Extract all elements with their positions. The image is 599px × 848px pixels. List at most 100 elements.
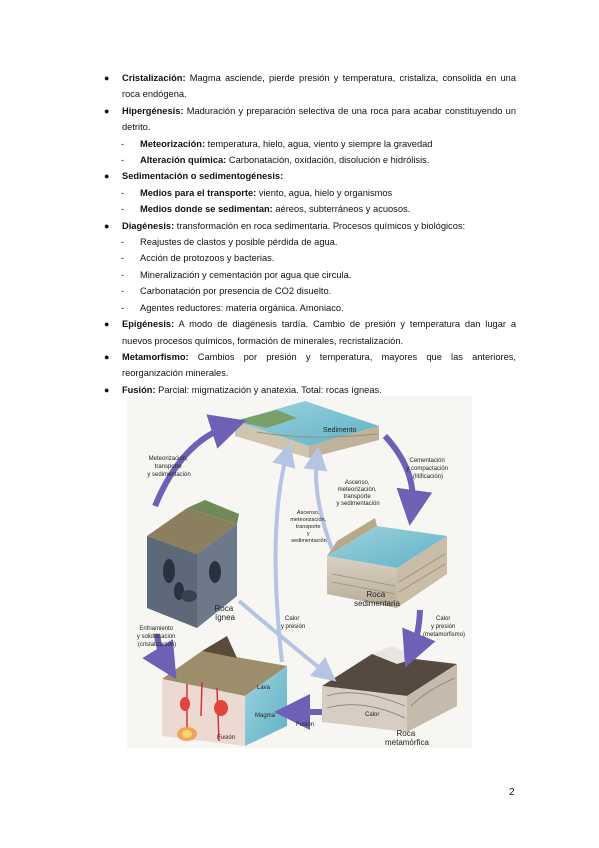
list-item-hipergenesis: ● Hipergénesis: Maduración y preparación… bbox=[104, 103, 516, 136]
dash-icon: - bbox=[121, 138, 125, 149]
sub-item-diag: -Acción de protozoos y bacterias. bbox=[104, 250, 516, 266]
label-line: (metamorfismo) bbox=[423, 632, 465, 638]
term: Cristalización: bbox=[122, 73, 186, 83]
description: Agentes reductores: materia orgánica. Am… bbox=[140, 302, 344, 313]
document-body: ● Cristalización: Magma asciende, pierde… bbox=[104, 70, 516, 398]
label-sedimento: Sedimento bbox=[323, 427, 357, 434]
label-line: metamórfica bbox=[385, 738, 430, 747]
sub-item-medios-sedimentan: - Medios donde se sedimentan: aéreos, su… bbox=[104, 201, 516, 217]
description: Carbonatación por presencia de CO2 disue… bbox=[140, 286, 332, 297]
label-line: sedimentación bbox=[291, 538, 326, 544]
description: A modo de diagénesis tardía. Cambio de p… bbox=[122, 319, 516, 346]
sedimentary-block bbox=[327, 518, 447, 608]
arrow-weathering bbox=[152, 414, 247, 508]
label-line: meteorización, bbox=[290, 517, 326, 523]
label-line: meteorización, bbox=[338, 487, 377, 493]
bullet-icon: ● bbox=[104, 384, 110, 395]
label-magma: Magma bbox=[255, 713, 276, 719]
bullet-icon: ● bbox=[104, 319, 110, 330]
label-line: y solidificación bbox=[137, 634, 176, 640]
arrow-heat-pressure bbox=[237, 599, 337, 682]
list-item-epigenesis: ● Epigénesis: A modo de diagénesis tardí… bbox=[104, 316, 516, 349]
term: Meteorización: bbox=[140, 138, 206, 149]
list-item-fusion: ● Fusión: Parcial: migmatización y anate… bbox=[104, 382, 516, 398]
label-line: sedimentaria bbox=[354, 599, 400, 608]
term: Diagénesis: bbox=[122, 220, 175, 231]
label-line: Ascenso, bbox=[345, 480, 370, 486]
label-line: y presión bbox=[431, 624, 455, 630]
label-line: Meteorización, bbox=[149, 456, 188, 462]
label-line: Calor bbox=[436, 616, 450, 622]
sub-item-diag: - Reajustes de clastos y posible pérdida … bbox=[104, 234, 516, 250]
dash-icon: - bbox=[121, 204, 125, 215]
arrow-uplift-metamorphic bbox=[272, 442, 296, 663]
label-calor-box: Calor bbox=[365, 712, 379, 718]
label-line: y sedimentación bbox=[147, 472, 190, 478]
sub-item-alteracion: - Alteración química: Carbonatación, oxi… bbox=[104, 152, 516, 168]
rock-cycle-diagram: Sedimento Meteorización, transporte y se… bbox=[127, 396, 472, 748]
description: Reajustes de clastos y posible pérdida d… bbox=[140, 237, 338, 248]
label-line: Roca bbox=[215, 604, 234, 613]
description: Carbonatación, oxidación, disolución e h… bbox=[226, 155, 430, 166]
label-fusion-box: Fusión bbox=[217, 735, 235, 741]
arrow-metamorphism bbox=[402, 609, 436, 668]
term: Epigénesis: bbox=[122, 319, 175, 330]
sub-item-medios-transporte: - Medios para el transporte: viento, agu… bbox=[104, 185, 516, 201]
sub-item-diag: - Carbonatación por presencia de CO2 disu… bbox=[104, 283, 516, 299]
label-fusion-arrow: Fusión bbox=[296, 722, 314, 728]
description: aéreos, subterráneos y acuosos. bbox=[272, 204, 411, 215]
sub-item-diag: -Mineralización y cementación por agua q… bbox=[104, 267, 516, 283]
description: temperatura, hielo, agua, viento y siemp… bbox=[205, 138, 433, 149]
label-roca-metamorfica: Roca metamórfica bbox=[385, 729, 430, 747]
label-line: y sedimentación bbox=[336, 501, 379, 507]
label-line: Enfriamiento bbox=[139, 626, 173, 632]
term: Sedimentación o sedimentogénesis: bbox=[122, 171, 284, 182]
label-line: transporte bbox=[344, 494, 372, 500]
sub-item-diag: -Agentes reductores: materia orgánica. A… bbox=[104, 300, 516, 316]
label-ascenso-metamorfico: Ascenso, meteorización, transporte y sed… bbox=[290, 510, 327, 544]
arrow-cementation bbox=[382, 433, 433, 526]
arrow-uplift-sedimentary bbox=[303, 446, 334, 550]
label-roca-sedimentaria: Roca sedimentaria bbox=[354, 590, 400, 608]
bullet-icon: ● bbox=[104, 73, 110, 83]
label-line: y bbox=[307, 531, 310, 537]
term: Alteración química: bbox=[140, 155, 227, 166]
label-calor-presion-metamorfismo: Calor y presión (metamorfismo) bbox=[423, 616, 465, 638]
description: Magma asciende, pierde presión y tempera… bbox=[122, 73, 516, 100]
list-item-cristalizacion: ● Cristalización: Magma asciende, pierde… bbox=[104, 70, 516, 103]
description: Acción de protozoos y bacterias. bbox=[140, 253, 275, 264]
label-line: y compactación bbox=[406, 466, 448, 472]
list-item-metamorfismo: ● Metamorfismo: Cambios por presión y te… bbox=[104, 349, 516, 382]
description: transformación en roca sedimentaria. Pro… bbox=[174, 220, 466, 231]
arrow-cooling bbox=[142, 633, 177, 680]
igneous-block bbox=[147, 500, 239, 628]
label-line: Ascenso, bbox=[297, 510, 320, 516]
label-line: Calor bbox=[285, 616, 299, 622]
label-line: ígnea bbox=[215, 613, 236, 622]
description: Parcial: migmatización y anatexia. Total… bbox=[155, 384, 382, 395]
list-item-diagenesis: ● Diagénesis: transformación en roca sed… bbox=[104, 218, 516, 234]
term: Medios para el transporte: bbox=[140, 187, 257, 198]
label-meteorizacion: Meteorización, transporte y sedimentació… bbox=[147, 456, 190, 478]
term: Fusión: bbox=[122, 384, 156, 395]
bullet-icon: ● bbox=[104, 105, 110, 116]
description: Mineralización y cementación por agua qu… bbox=[140, 269, 352, 280]
label-line: Roca bbox=[397, 729, 416, 738]
term: Metamorfismo: bbox=[122, 351, 189, 362]
dash-icon: - bbox=[121, 286, 125, 297]
sub-item-meteorizacion: - Meteorización: temperatura, hielo, agu… bbox=[104, 136, 516, 152]
bullet-icon: ● bbox=[104, 351, 110, 362]
bullet-icon: ● bbox=[104, 220, 110, 231]
term: Hipergénesis: bbox=[122, 105, 184, 116]
list-item-sedimentacion: ● Sedimentación o sedimentogénesis: bbox=[104, 168, 516, 184]
label-lava: Lava bbox=[257, 685, 271, 691]
rock-cycle-figure: Sedimento Meteorización, transporte y se… bbox=[127, 396, 472, 748]
label-line: y presión bbox=[281, 624, 305, 630]
label-line: (cristalización) bbox=[138, 642, 176, 648]
label-line: transporte bbox=[155, 464, 183, 470]
label-roca-ignea: Roca ígnea bbox=[215, 604, 236, 622]
dash-icon: - bbox=[121, 237, 125, 248]
bullet-icon: ● bbox=[104, 171, 110, 182]
label-line: (litificación) bbox=[413, 474, 443, 480]
description: Cambios por presión y temperatura, mayor… bbox=[122, 351, 516, 379]
